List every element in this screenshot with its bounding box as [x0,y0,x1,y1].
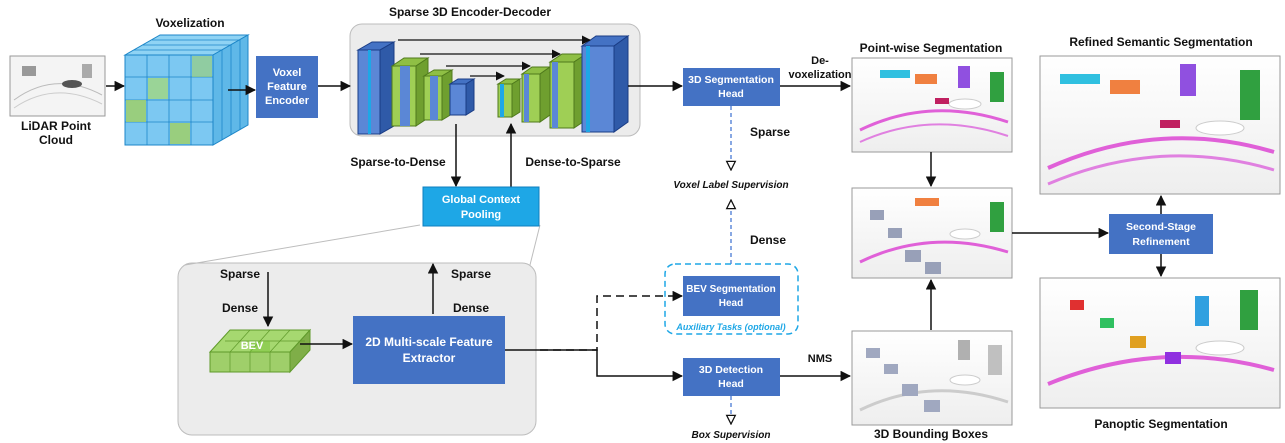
vfe-line3: Encoder [265,95,310,107]
sparse-to-dense-label: Sparse-to-Dense [350,155,446,169]
lidar-label-line1: LiDAR Point [21,119,91,133]
sparse-label: Sparse [750,125,790,139]
panoptic-title: Panoptic Segmentation [1094,417,1227,431]
context-dense-left: Dense [222,301,258,315]
global-context-pooling-box [422,186,540,227]
fe-line2: Extractor [403,351,456,365]
fe-line1: 2D Multi-scale Feature [365,335,493,349]
encoder-decoder-title: Sparse 3D Encoder-Decoder [389,5,551,19]
auxiliary-label: Auxiliary Tasks (optional) [675,322,785,332]
context-sparse-left: Sparse [220,267,260,281]
bbox-scene [851,330,1013,426]
det-head-line2: Head [718,378,744,390]
bev-label: BEV [241,340,264,352]
voxel-supervision-label: Voxel Label Supervision [673,180,788,191]
refined-scene [1039,55,1281,195]
pointwise-scene [851,57,1013,153]
voxel-cube [123,34,250,146]
box-supervision-label: Box Supervision [692,430,771,441]
gcp-line1: Global Context [442,194,521,206]
panoptic-scene [1039,277,1281,409]
vfe-line2: Feature [267,81,307,93]
second-stage-line1: Second-Stage [1126,221,1196,233]
det-head-line1: 3D Detection [699,364,763,376]
zoom-line-left [184,224,421,266]
second-stage-box [1109,214,1213,254]
zoom-line-right [529,224,541,266]
arrow-extractor-to-det [505,349,684,382]
seg-head-line2: Head [718,88,744,100]
vfe-line1: Voxel [273,67,302,79]
bev-head-line1: BEV Segmentation [686,284,775,295]
seg-head-line1: 3D Segmentation [688,74,774,86]
dense-label: Dense [750,233,786,247]
encoder-decoder-blocks [356,35,630,135]
lidar-label-line2: Cloud [39,133,73,147]
pointwise-title: Point-wise Segmentation [860,41,1003,55]
det-head-box [683,358,780,396]
refined-title: Refined Semantic Segmentation [1069,35,1252,49]
context-dense-right: Dense [453,301,489,315]
devox-line2: voxelization [789,69,852,81]
bev-grid [208,328,312,374]
gcp-line2: Pooling [461,209,501,221]
bev-head-box [683,276,780,316]
nms-label: NMS [808,353,832,365]
dense-to-sparse-label: Dense-to-Sparse [525,155,621,169]
feature-extractor-box [353,316,505,384]
lidar-thumbnail [9,55,106,117]
middle-scene [851,187,1013,279]
arrow-extractor-to-bev-head [540,290,684,351]
context-sparse-right: Sparse [451,267,491,281]
bev-head-line2: Head [719,298,743,309]
bbox-title: 3D Bounding Boxes [874,427,988,441]
voxel-feature-encoder-box [256,56,318,118]
seg-head-box [683,68,780,106]
voxelization-title: Voxelization [155,16,224,30]
second-stage-line2: Refinement [1132,236,1190,248]
devox-line1: De- [811,55,829,67]
auxiliary-box [664,263,799,335]
